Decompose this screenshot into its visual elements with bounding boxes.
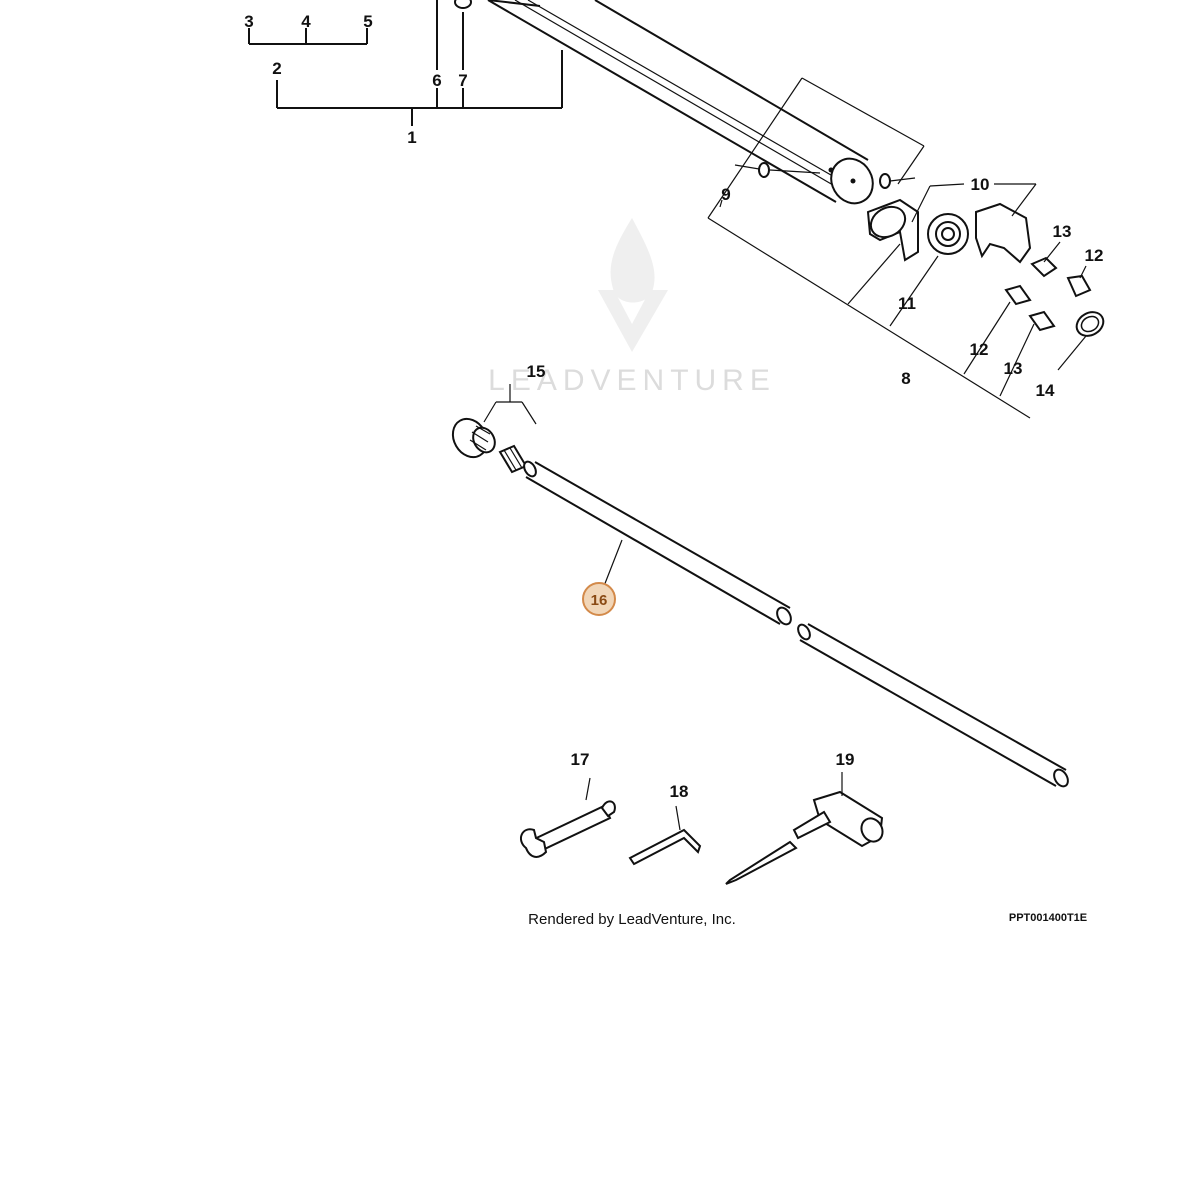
drive-shaft: [523, 460, 1069, 788]
coupling-parts: [451, 384, 537, 474]
bearing-housing-parts: [866, 198, 1105, 337]
wrench-tool: [519, 777, 616, 858]
callout-1[interactable]: 1: [407, 128, 416, 147]
hex-key-tool: [628, 805, 702, 866]
callout-16[interactable]: 16: [591, 592, 608, 609]
callout-7[interactable]: 7: [458, 71, 467, 90]
callout-2[interactable]: 2: [272, 59, 281, 78]
callout-6[interactable]: 6: [432, 71, 441, 90]
drawing-code: PPT001400T1E: [1009, 912, 1087, 924]
watermark: LEADVENTURE: [488, 218, 776, 397]
callout-11[interactable]: 11: [898, 294, 916, 313]
callout-3[interactable]: 3: [244, 12, 253, 31]
callout-13-top[interactable]: 13: [1053, 222, 1072, 241]
flame-v-logo-icon: [598, 218, 668, 352]
callout-18[interactable]: 18: [670, 782, 689, 801]
main-tube-upper: [487, 0, 916, 205]
callout-leaders-10-14: [847, 183, 1087, 397]
callout-5[interactable]: 5: [363, 12, 372, 31]
callout-19[interactable]: 19: [836, 750, 855, 769]
callout-bracket-8-9: [707, 77, 1031, 419]
callout-17[interactable]: 17: [571, 750, 590, 769]
callout-15[interactable]: 15: [527, 362, 546, 381]
callout-9[interactable]: 9: [721, 185, 730, 204]
render-credit: Rendered by LeadVenture, Inc.: [528, 911, 736, 928]
callout-16-highlight[interactable]: 16: [582, 582, 616, 616]
callout-10[interactable]: 10: [971, 175, 990, 194]
spark-plug-wrench-tool: [725, 772, 884, 885]
callout-4[interactable]: 4: [301, 12, 311, 31]
watermark-text: LEADVENTURE: [488, 364, 776, 397]
callout-14[interactable]: 14: [1036, 381, 1055, 400]
callout-tree-top-left: [248, 0, 563, 126]
callout-8[interactable]: 8: [901, 369, 910, 388]
callout-12-left[interactable]: 12: [970, 340, 989, 359]
callout-12-right[interactable]: 12: [1085, 246, 1104, 265]
callout-13-bottom[interactable]: 13: [1004, 359, 1023, 378]
